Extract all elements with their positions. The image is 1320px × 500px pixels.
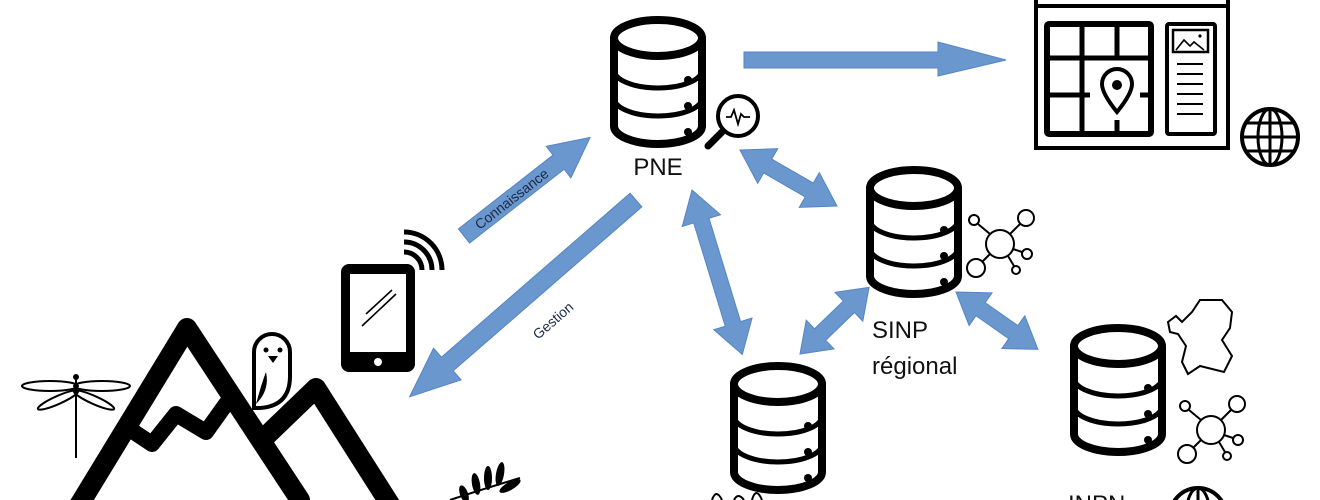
inpn-database-icon: [1074, 328, 1162, 452]
france-map-icon: [1166, 299, 1234, 376]
pne-label: PNE: [633, 154, 682, 181]
globe-icon: [1168, 486, 1228, 500]
sinp-label-line1: SINP: [872, 317, 928, 344]
leaf-branch-icon: [449, 462, 521, 500]
arrow-sinp-inpn: [955, 291, 1039, 350]
mountain-icon: [70, 318, 400, 500]
arrow-label-gestion: Gestion: [529, 299, 576, 343]
arrow-pne-sinp: [739, 148, 838, 208]
arrow-pne-bottom: [681, 189, 753, 356]
bird-icon: [252, 332, 292, 410]
partial-icon: [711, 492, 763, 500]
node-pne: PNE: [614, 20, 760, 181]
arrow-gestion: [408, 192, 643, 398]
sinp-label-line2: régional: [872, 353, 957, 380]
web-map-page-icon: [1034, 0, 1230, 150]
tablet-icon: [341, 264, 415, 372]
node-inpn: INPN: [1068, 299, 1246, 500]
arrow-bottom-sinp: [799, 286, 870, 355]
inpn-label: INPN: [1068, 491, 1125, 500]
bottom-database-icon: [734, 366, 822, 490]
pne-database-icon: [614, 20, 702, 144]
dragonfly-icon: [21, 374, 131, 458]
network-icon: [966, 209, 1035, 278]
wifi-signal-icon: [403, 229, 445, 271]
node-bottom-db: [711, 366, 822, 500]
arrow-connaissance: Connaissance: [457, 136, 591, 244]
node-sinp: SINP régional: [870, 170, 1035, 380]
node-web-portal: [1034, 0, 1300, 167]
network-icon: [1177, 395, 1246, 464]
globe-icon: [1240, 107, 1300, 167]
arrow-pne-to-portal: [743, 41, 1007, 77]
arrow-label-connaissance: Connaissance: [472, 165, 552, 232]
sinp-database-icon: [870, 170, 958, 294]
magnifier-pulse-icon: [704, 94, 760, 150]
